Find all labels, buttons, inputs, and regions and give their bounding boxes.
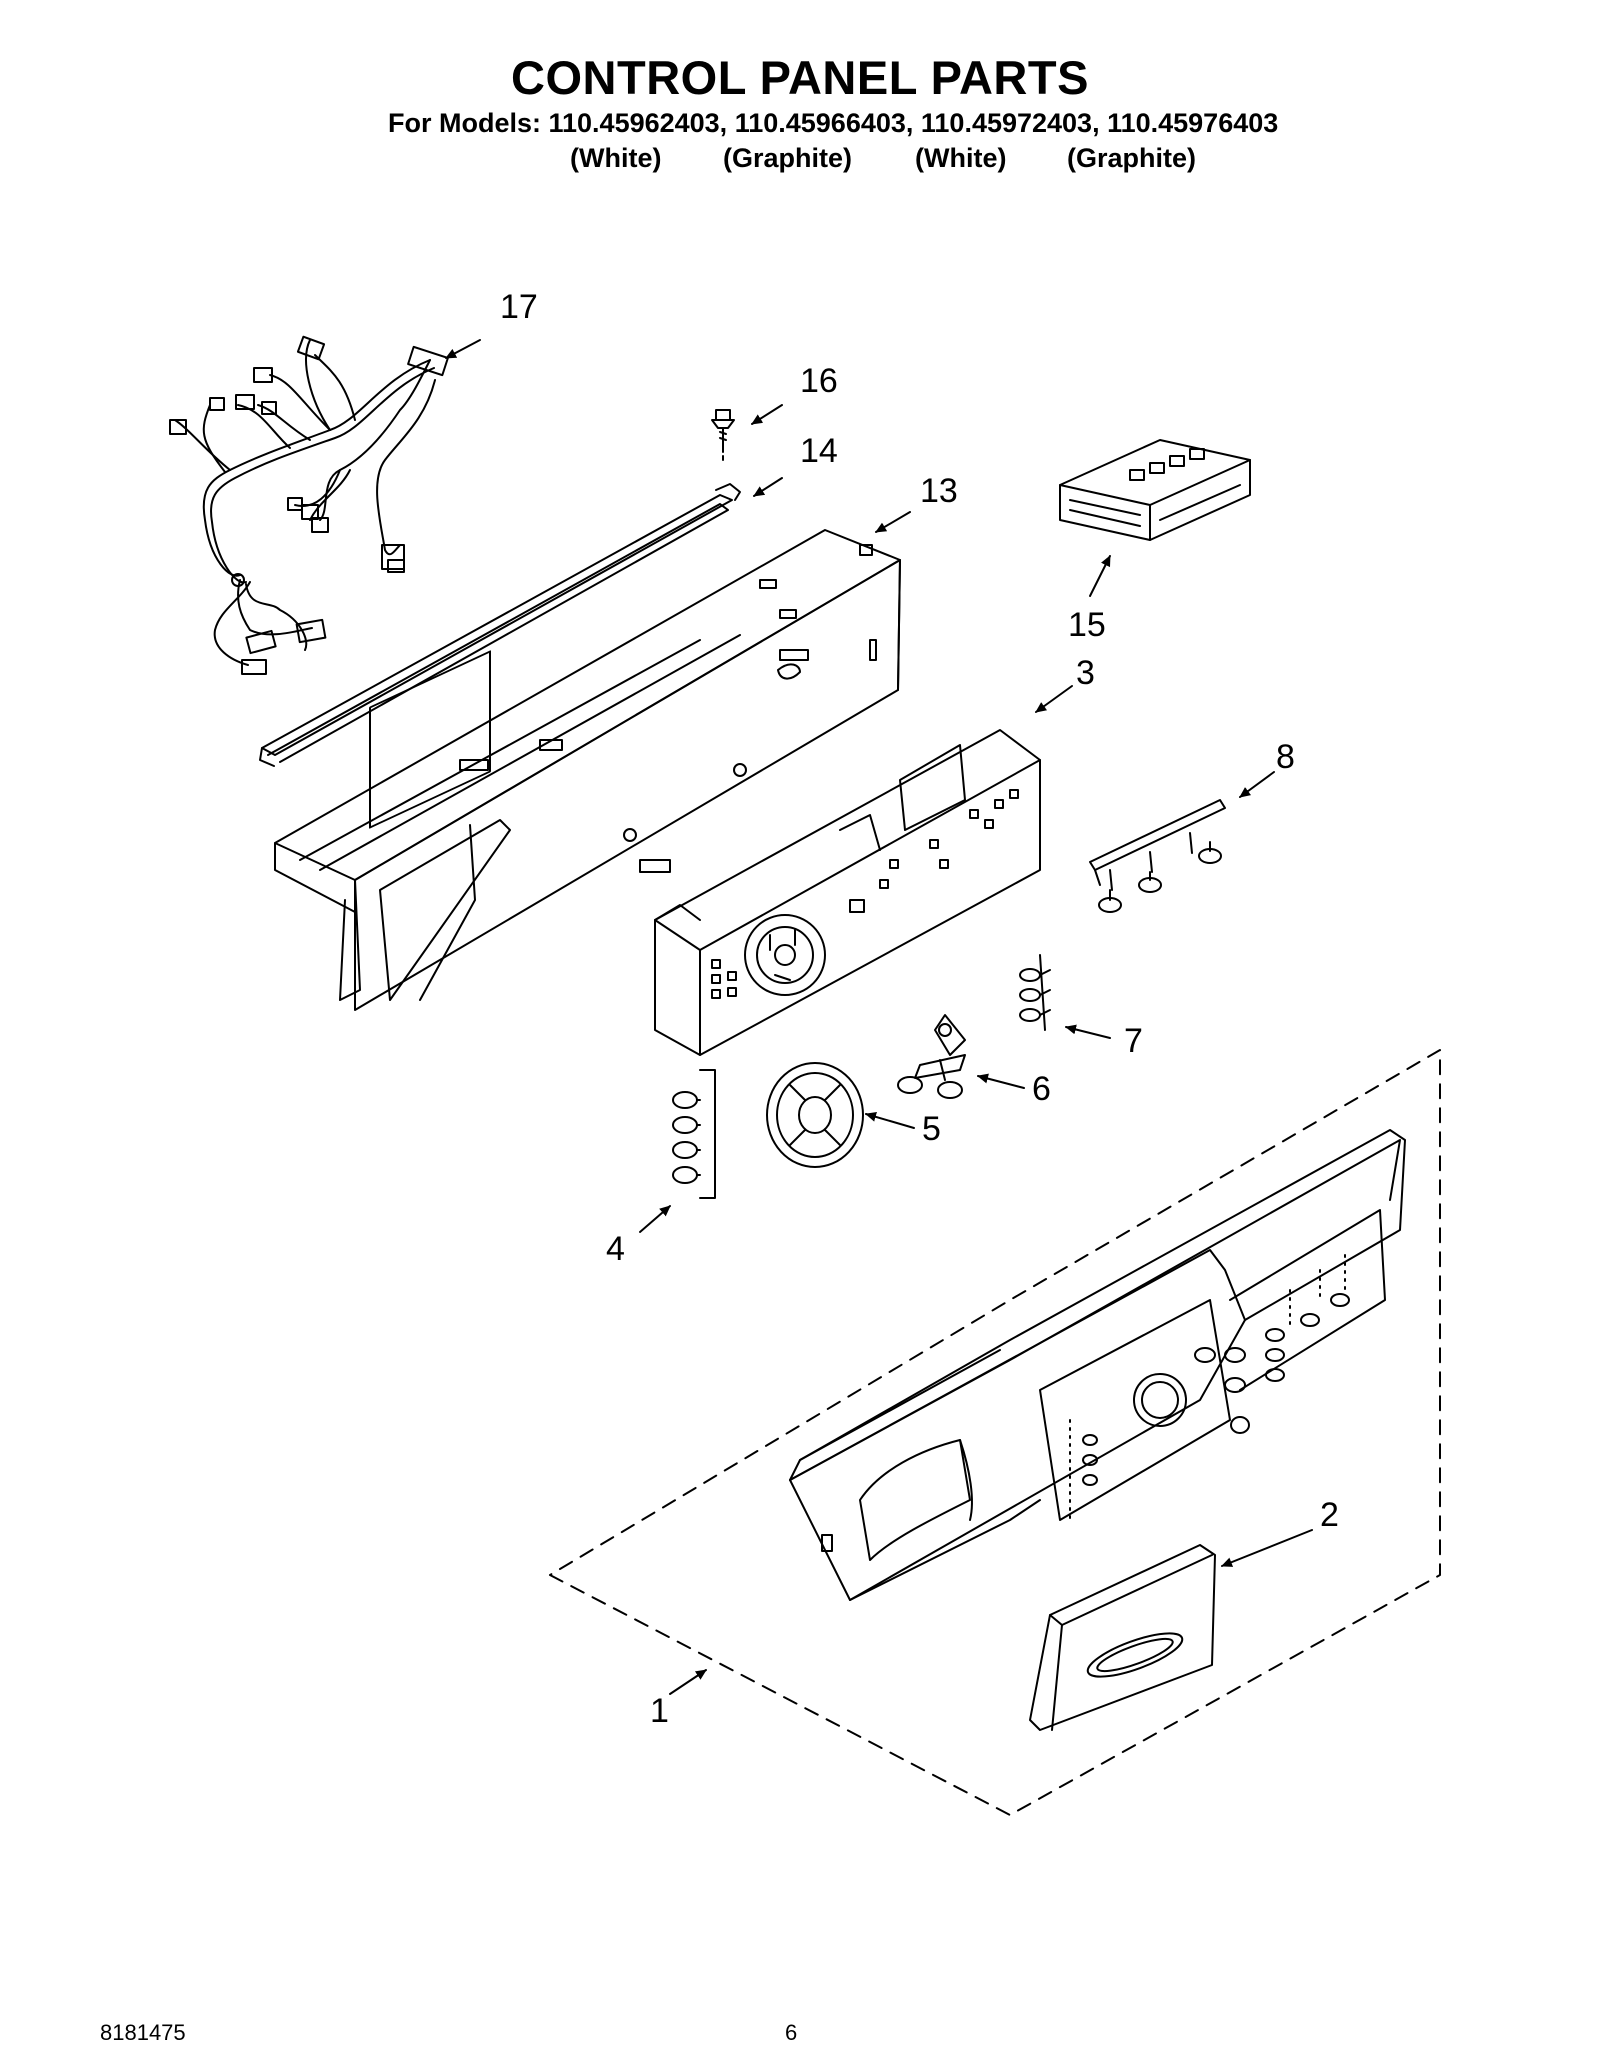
part-15-electronic-control [1059, 439, 1251, 541]
page-number: 6 [785, 2020, 798, 2045]
callout-4: 4 [606, 1230, 625, 1268]
part-16-screw [711, 409, 735, 463]
callout-7: 7 [1124, 1022, 1143, 1060]
callout-17: 17 [500, 288, 538, 326]
part-1-console-panel [549, 1049, 1441, 1816]
part-6-selector-actuator [897, 1014, 966, 1099]
callout-3: 3 [1076, 654, 1095, 692]
part-14-rail [259, 483, 741, 767]
callout-8: 8 [1276, 738, 1295, 776]
callout-14: 14 [800, 432, 838, 470]
page-title: CONTROL PANEL PARTS [511, 51, 1089, 104]
part-17-wire-harness [169, 335, 449, 675]
callout-6: 6 [1032, 1070, 1051, 1108]
variant-label-3: (White) [915, 143, 1007, 173]
callout-2: 2 [1320, 1496, 1339, 1534]
part-8-button-assembly [1089, 799, 1226, 913]
variant-label-2: (Graphite) [723, 143, 853, 173]
callout-5: 5 [922, 1110, 941, 1148]
part-5-knob-ring [766, 1062, 864, 1168]
leader-lines [445, 339, 1313, 1695]
models-line: For Models: 110.45962403, 110.45966403, … [388, 108, 1279, 138]
callout-15: 15 [1068, 606, 1106, 644]
document-number: 8181475 [100, 2020, 186, 2045]
callout-1: 1 [650, 1692, 669, 1730]
part-3-interface-housing [654, 729, 1041, 1056]
part-7-button-cluster [1019, 954, 1051, 1031]
variant-label-1: (White) [570, 143, 662, 173]
callout-16: 16 [800, 362, 838, 400]
variant-label-4: (Graphite) [1067, 143, 1197, 173]
part-13-console-frame [274, 529, 901, 1011]
callout-13: 13 [920, 472, 958, 510]
part-4-button-strip [672, 1069, 716, 1199]
part-2-bezel-cover [1029, 1544, 1216, 1731]
